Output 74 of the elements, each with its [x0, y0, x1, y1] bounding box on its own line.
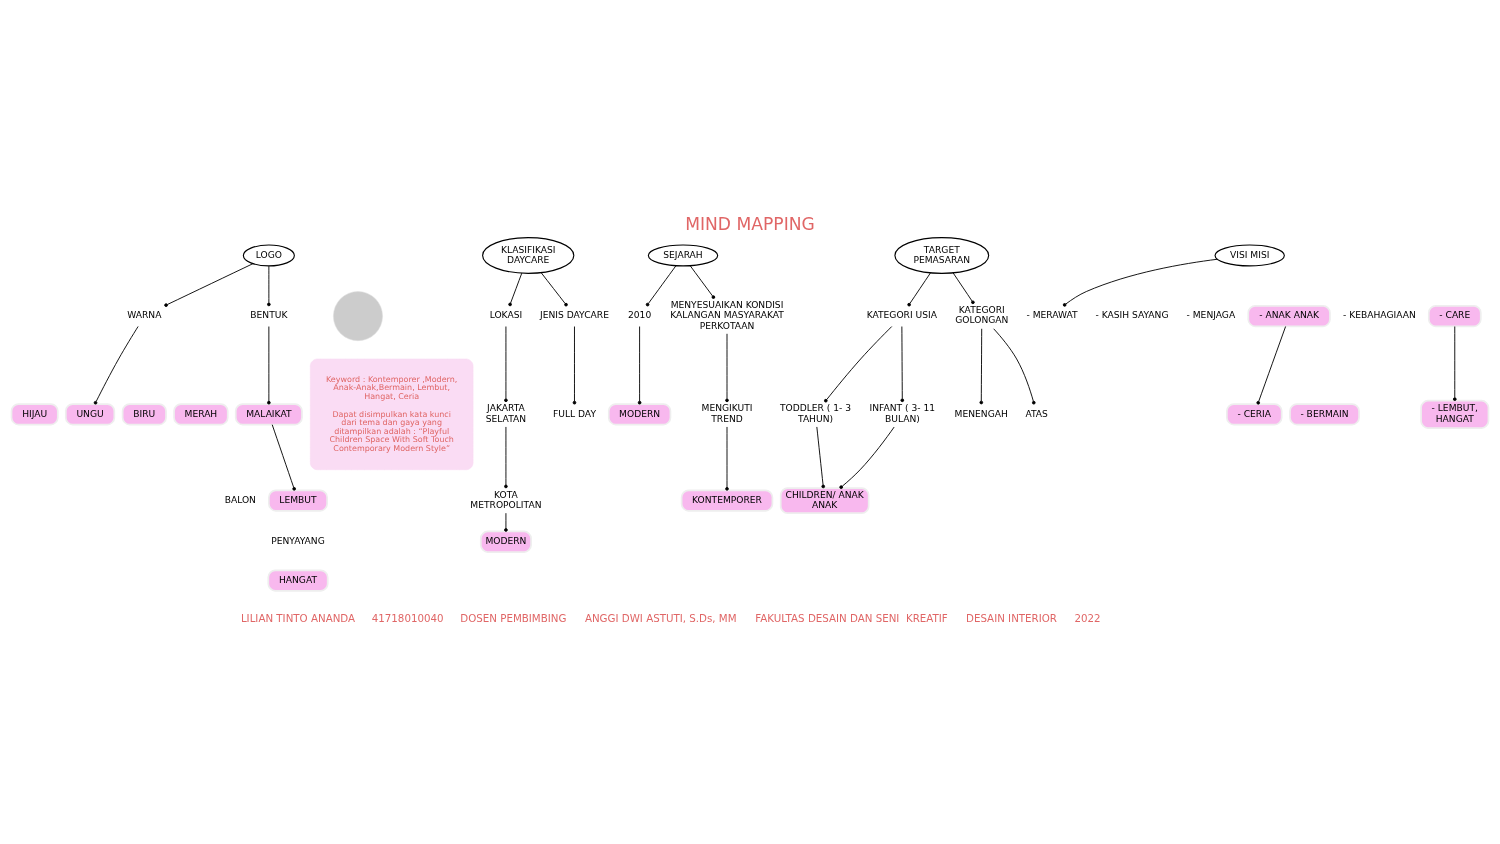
connector: [816, 426, 826, 489]
connector: [824, 326, 893, 403]
node-text: PENYAYANG: [271, 535, 325, 546]
node-text: MENGIKUTI TREND: [701, 403, 753, 424]
connector: [267, 265, 271, 307]
node-text: WARNA: [127, 310, 162, 321]
connector: [504, 512, 508, 532]
node-box: - BERMAIN: [1289, 403, 1360, 426]
node-box: - ANAK ANAK: [1247, 304, 1331, 328]
connector: [907, 272, 931, 307]
label: 2022: [1074, 611, 1101, 624]
connector: [508, 272, 523, 307]
label: 41718010040: [371, 611, 444, 624]
connector: [725, 426, 729, 491]
node-box: MALAIKAT: [234, 403, 303, 426]
node-circle: [333, 291, 383, 341]
connector: [540, 272, 568, 307]
label: FAKULTAS DESAIN DAN SENI KREATIF: [755, 611, 948, 624]
node-text: BENTUK: [250, 310, 288, 321]
node-ellipse: TARGET PEMASARAN: [894, 237, 990, 274]
connector: [1062, 258, 1218, 307]
connector: [979, 328, 984, 405]
node-text: - KASIH SAYANG: [1095, 310, 1169, 321]
connector: [164, 263, 254, 307]
label: DOSEN PEMBIMBING: [460, 611, 567, 624]
node-text: JENIS DAYCARE: [540, 310, 609, 321]
connector: [900, 326, 905, 403]
connector: [504, 426, 508, 489]
node-text: KATEGORI GOLONGAN: [955, 305, 1009, 326]
node-text: TODDLER ( 1- 3 TAHUN): [779, 403, 852, 424]
node-ellipse: KLASIFIKASI DAYCARE: [482, 237, 575, 274]
node-text: - MERAWAT: [1026, 310, 1078, 321]
node-text: 2010: [627, 310, 652, 321]
node-ellipse: LOGO: [242, 244, 295, 267]
node-text: INFANT ( 3- 11 BULAN): [869, 403, 936, 424]
label: LILIAN TINTO ANANDA: [240, 611, 356, 624]
node-text: ATAS: [1025, 408, 1048, 419]
node-text: MENYESUAIKAN KONDISI KALANGAN MASYARAKAT PERKOTAAN: [670, 299, 784, 331]
label: ANGGI DWI ASTUTI, S.Ds, MM: [584, 611, 737, 624]
node-text: FULL DAY: [552, 408, 596, 419]
connector: [645, 265, 677, 307]
connector: [725, 333, 729, 403]
node-box: BIRU: [121, 403, 167, 426]
node-box: MODERN: [607, 403, 672, 426]
connector: [952, 272, 975, 305]
connector: [572, 326, 577, 405]
node-text: - MENJAGA: [1186, 310, 1236, 321]
connector: [1256, 326, 1287, 405]
node-ellipse: SEJARAH: [647, 244, 719, 267]
connector: [504, 326, 508, 403]
node-text: MENENGAH: [954, 408, 1008, 419]
connector: [1452, 326, 1457, 401]
node-text: BALON: [224, 494, 256, 505]
node-text: - KEBAHAGIAAN: [1343, 310, 1416, 321]
node-text: KATEGORI USIA: [866, 310, 937, 321]
connector: [637, 326, 642, 405]
connector: [689, 265, 716, 299]
node-box: - CARE: [1427, 304, 1482, 328]
connector: [267, 326, 271, 405]
connector: [993, 328, 1036, 405]
node-text: KOTA METROPOLITAN: [470, 489, 542, 510]
node-ellipse: VISI MISI: [1214, 244, 1285, 267]
node-box: - CERIA: [1226, 403, 1283, 426]
node-box: HIJAU: [10, 403, 59, 426]
node-box: HANGAT: [267, 569, 329, 592]
connector: [271, 424, 296, 491]
diagram-title: MIND MAPPING: [685, 214, 815, 235]
node-text: LOKASI: [489, 310, 523, 321]
node-box: MERAH: [173, 403, 229, 426]
node-text: JAKARTA SELATAN: [485, 403, 527, 424]
connector: [839, 426, 895, 489]
connector: [93, 326, 139, 405]
label: DESAIN INTERIOR: [966, 611, 1057, 624]
node-box: UNGU: [64, 403, 116, 426]
